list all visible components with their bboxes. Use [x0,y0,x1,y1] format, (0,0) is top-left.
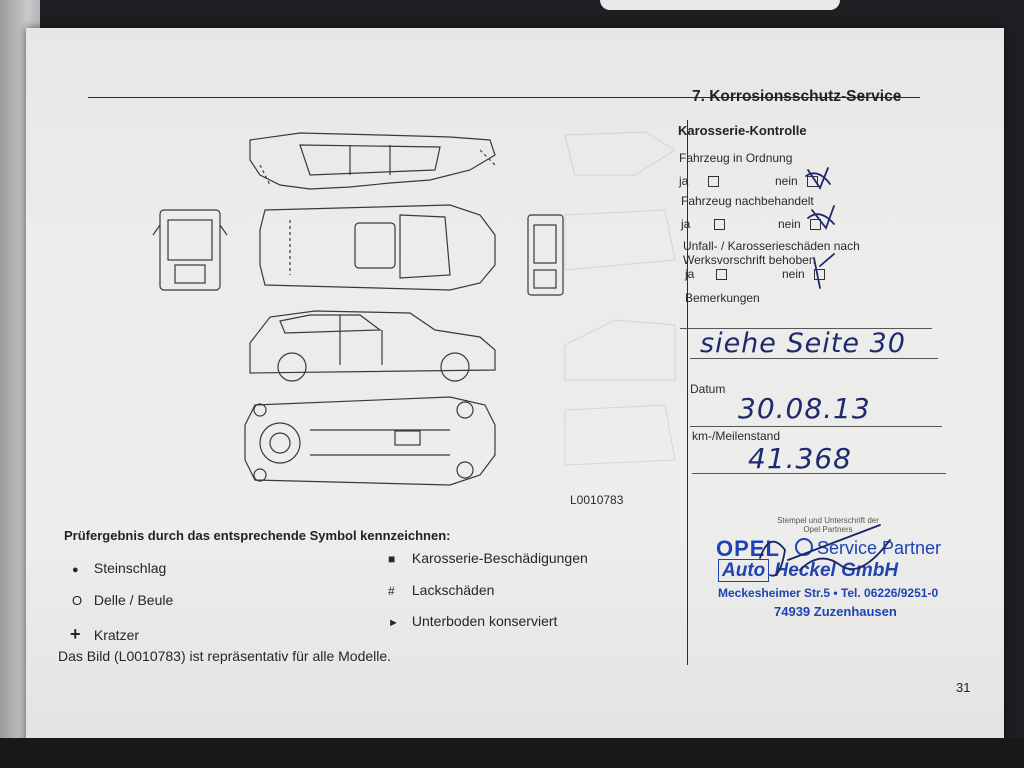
filled-square-icon: ■ [388,552,396,566]
legend-label: Unterboden konserviert [411,613,558,629]
q3-label-line2: Werksvorschrift behoben [683,253,816,267]
date-line [690,426,942,428]
legend-label: Karosserie-Beschädigungen [411,550,588,566]
legend-label: Delle / Beule [93,592,174,608]
remarks-handwriting: siehe Seite 30 [700,328,906,359]
q1-cross-mark [807,167,829,190]
stamp-caption: Stempel und Unterschrift der Opel Partne… [777,516,879,534]
hash-icon: # [388,584,395,598]
car-underbody-view [244,396,496,486]
km-handwriting: 41.368 [748,442,852,475]
filled-circle-icon: ● [72,564,79,576]
header-rule [88,97,920,99]
remarks-line-1 [680,328,932,330]
legend-label: Lackschäden [411,582,495,598]
handwritten-signature [759,524,891,577]
q2-cross-mark [811,205,835,230]
booklet-page [26,28,1004,746]
q1-yes: ja [679,174,719,188]
remarks-line-2 [690,358,938,360]
car-roof-view [249,132,496,190]
car-side-view [249,310,496,382]
diagram-code: L0010783 [570,493,624,507]
background-object [600,0,840,10]
legend-note: Das Bild (L0010783) ist repräsentativ fü… [58,648,392,664]
legend-item-steinschlag: ● Steinschlag [72,560,166,576]
car-front-view [152,209,228,291]
legend-item-karosserie: ■ Karosserie-Beschädigungen [388,550,588,566]
stamp-city: 74939 Zuzenhausen [774,604,897,619]
plus-icon: + [70,624,81,644]
stamp-brand: OPEL [716,536,780,561]
date-handwriting: 30.08.13 [738,392,871,425]
triangle-right-icon: ► [388,617,399,629]
q3-label-line1: Unfall- / Karosserieschäden nach [683,239,860,253]
stamp-address: Meckesheimer Str.5 • Tel. 06226/9251-0 [718,586,939,600]
q3-no: nein [782,267,826,281]
page-number: 31 [956,680,971,695]
q3-cross-mark [813,253,835,289]
handwritten-checkmarks [805,167,835,289]
q2-no-checkbox[interactable] [810,219,822,231]
q3-no-checkbox[interactable] [814,269,826,281]
car-rear-view [527,214,564,296]
vehicle-diagram [152,132,564,486]
legend-label: Kratzer [93,627,140,643]
remarks-label: Bemerkungen [685,291,760,305]
q3-yes: ja [685,267,727,281]
date-label: Datum [690,382,726,396]
opel-logo-icon [795,538,813,556]
car-top-view [259,204,496,291]
section-title: 7. Korrosionsschutz-Service [692,88,902,105]
q1-yes-checkbox[interactable] [707,176,719,188]
q2-yes-checkbox[interactable] [713,219,725,231]
legend-item-lack: # Lackschäden [388,582,494,598]
dark-background-bottom [0,738,1024,768]
km-line [692,473,946,475]
column-divider [687,120,689,665]
q1-label: Fahrzeug in Ordnung [679,151,793,165]
km-label: km-/Meilenstand [692,429,781,443]
q2-yes: ja [681,217,725,231]
legend-item-delle: O Delle / Beule [72,592,173,608]
q3-yes-checkbox[interactable] [715,269,727,281]
show-through-diagram [564,131,676,466]
form-title: Karosserie-Kontrolle [678,123,807,138]
legend-item-unterboden: ► Unterboden konserviert [388,613,557,629]
legend-label: Steinschlag [93,560,167,576]
open-circle-icon: O [72,593,83,608]
q2-label: Fahrzeug nachbehandelt [681,194,814,208]
q2-no: nein [778,217,822,231]
legend-heading: Prüfergebnis durch das entsprechende Sym… [64,528,451,543]
stamp-service-line: Service Partner [795,538,941,559]
legend-item-kratzer: + Kratzer [70,624,139,645]
